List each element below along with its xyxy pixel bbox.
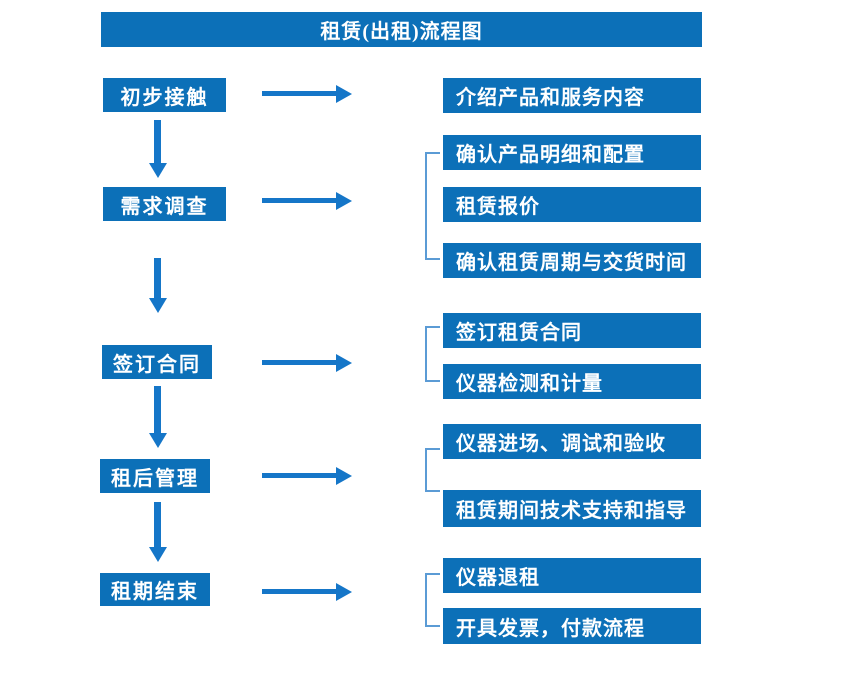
arrow-right-demand-survey <box>262 198 336 203</box>
arrow-down-1 <box>154 120 161 163</box>
output-box-invoice-payment: 开具发票，付款流程 <box>443 608 701 644</box>
output-box-confirm-product-details: 确认产品明细和配置 <box>443 135 701 170</box>
arrow-right-post-rental-management <box>262 473 336 478</box>
arrow-down-3 <box>154 386 161 433</box>
output-box-introduce-products: 介绍产品和服务内容 <box>443 78 701 113</box>
output-box-instrument-return: 仪器退租 <box>443 558 701 593</box>
output-box-instrument-testing: 仪器检测和计量 <box>443 364 701 399</box>
bracket-group-sign-contract <box>425 326 440 382</box>
title-bar: 租赁(出租)流程图 <box>101 12 702 47</box>
bracket-group-lease-end <box>425 573 440 627</box>
stage-box-lease-end: 租期结束 <box>100 573 210 606</box>
bracket-group-post-rental <box>425 448 440 492</box>
stage-box-post-rental-management: 租后管理 <box>100 459 210 493</box>
arrow-down-2 <box>154 258 161 298</box>
stage-box-sign-contract: 签订合同 <box>102 345 212 379</box>
stage-box-initial-contact: 初步接触 <box>103 78 226 112</box>
arrow-right-initial-contact <box>262 91 336 96</box>
output-box-rental-quote: 租赁报价 <box>443 187 701 222</box>
bracket-group-demand-survey <box>425 152 440 260</box>
stage-box-demand-survey: 需求调查 <box>103 187 226 221</box>
arrow-right-sign-contract <box>262 360 336 365</box>
output-box-instrument-setup-acceptance: 仪器进场、调试和验收 <box>443 424 701 459</box>
arrow-down-4 <box>154 502 161 547</box>
output-box-sign-rental-contract: 签订租赁合同 <box>443 313 701 348</box>
output-box-confirm-period-delivery: 确认租赁周期与交货时间 <box>443 243 701 278</box>
output-box-technical-support: 租赁期间技术支持和指导 <box>443 490 701 527</box>
arrow-right-lease-end <box>262 589 336 594</box>
page-title: 租赁(出租)流程图 <box>320 21 483 43</box>
